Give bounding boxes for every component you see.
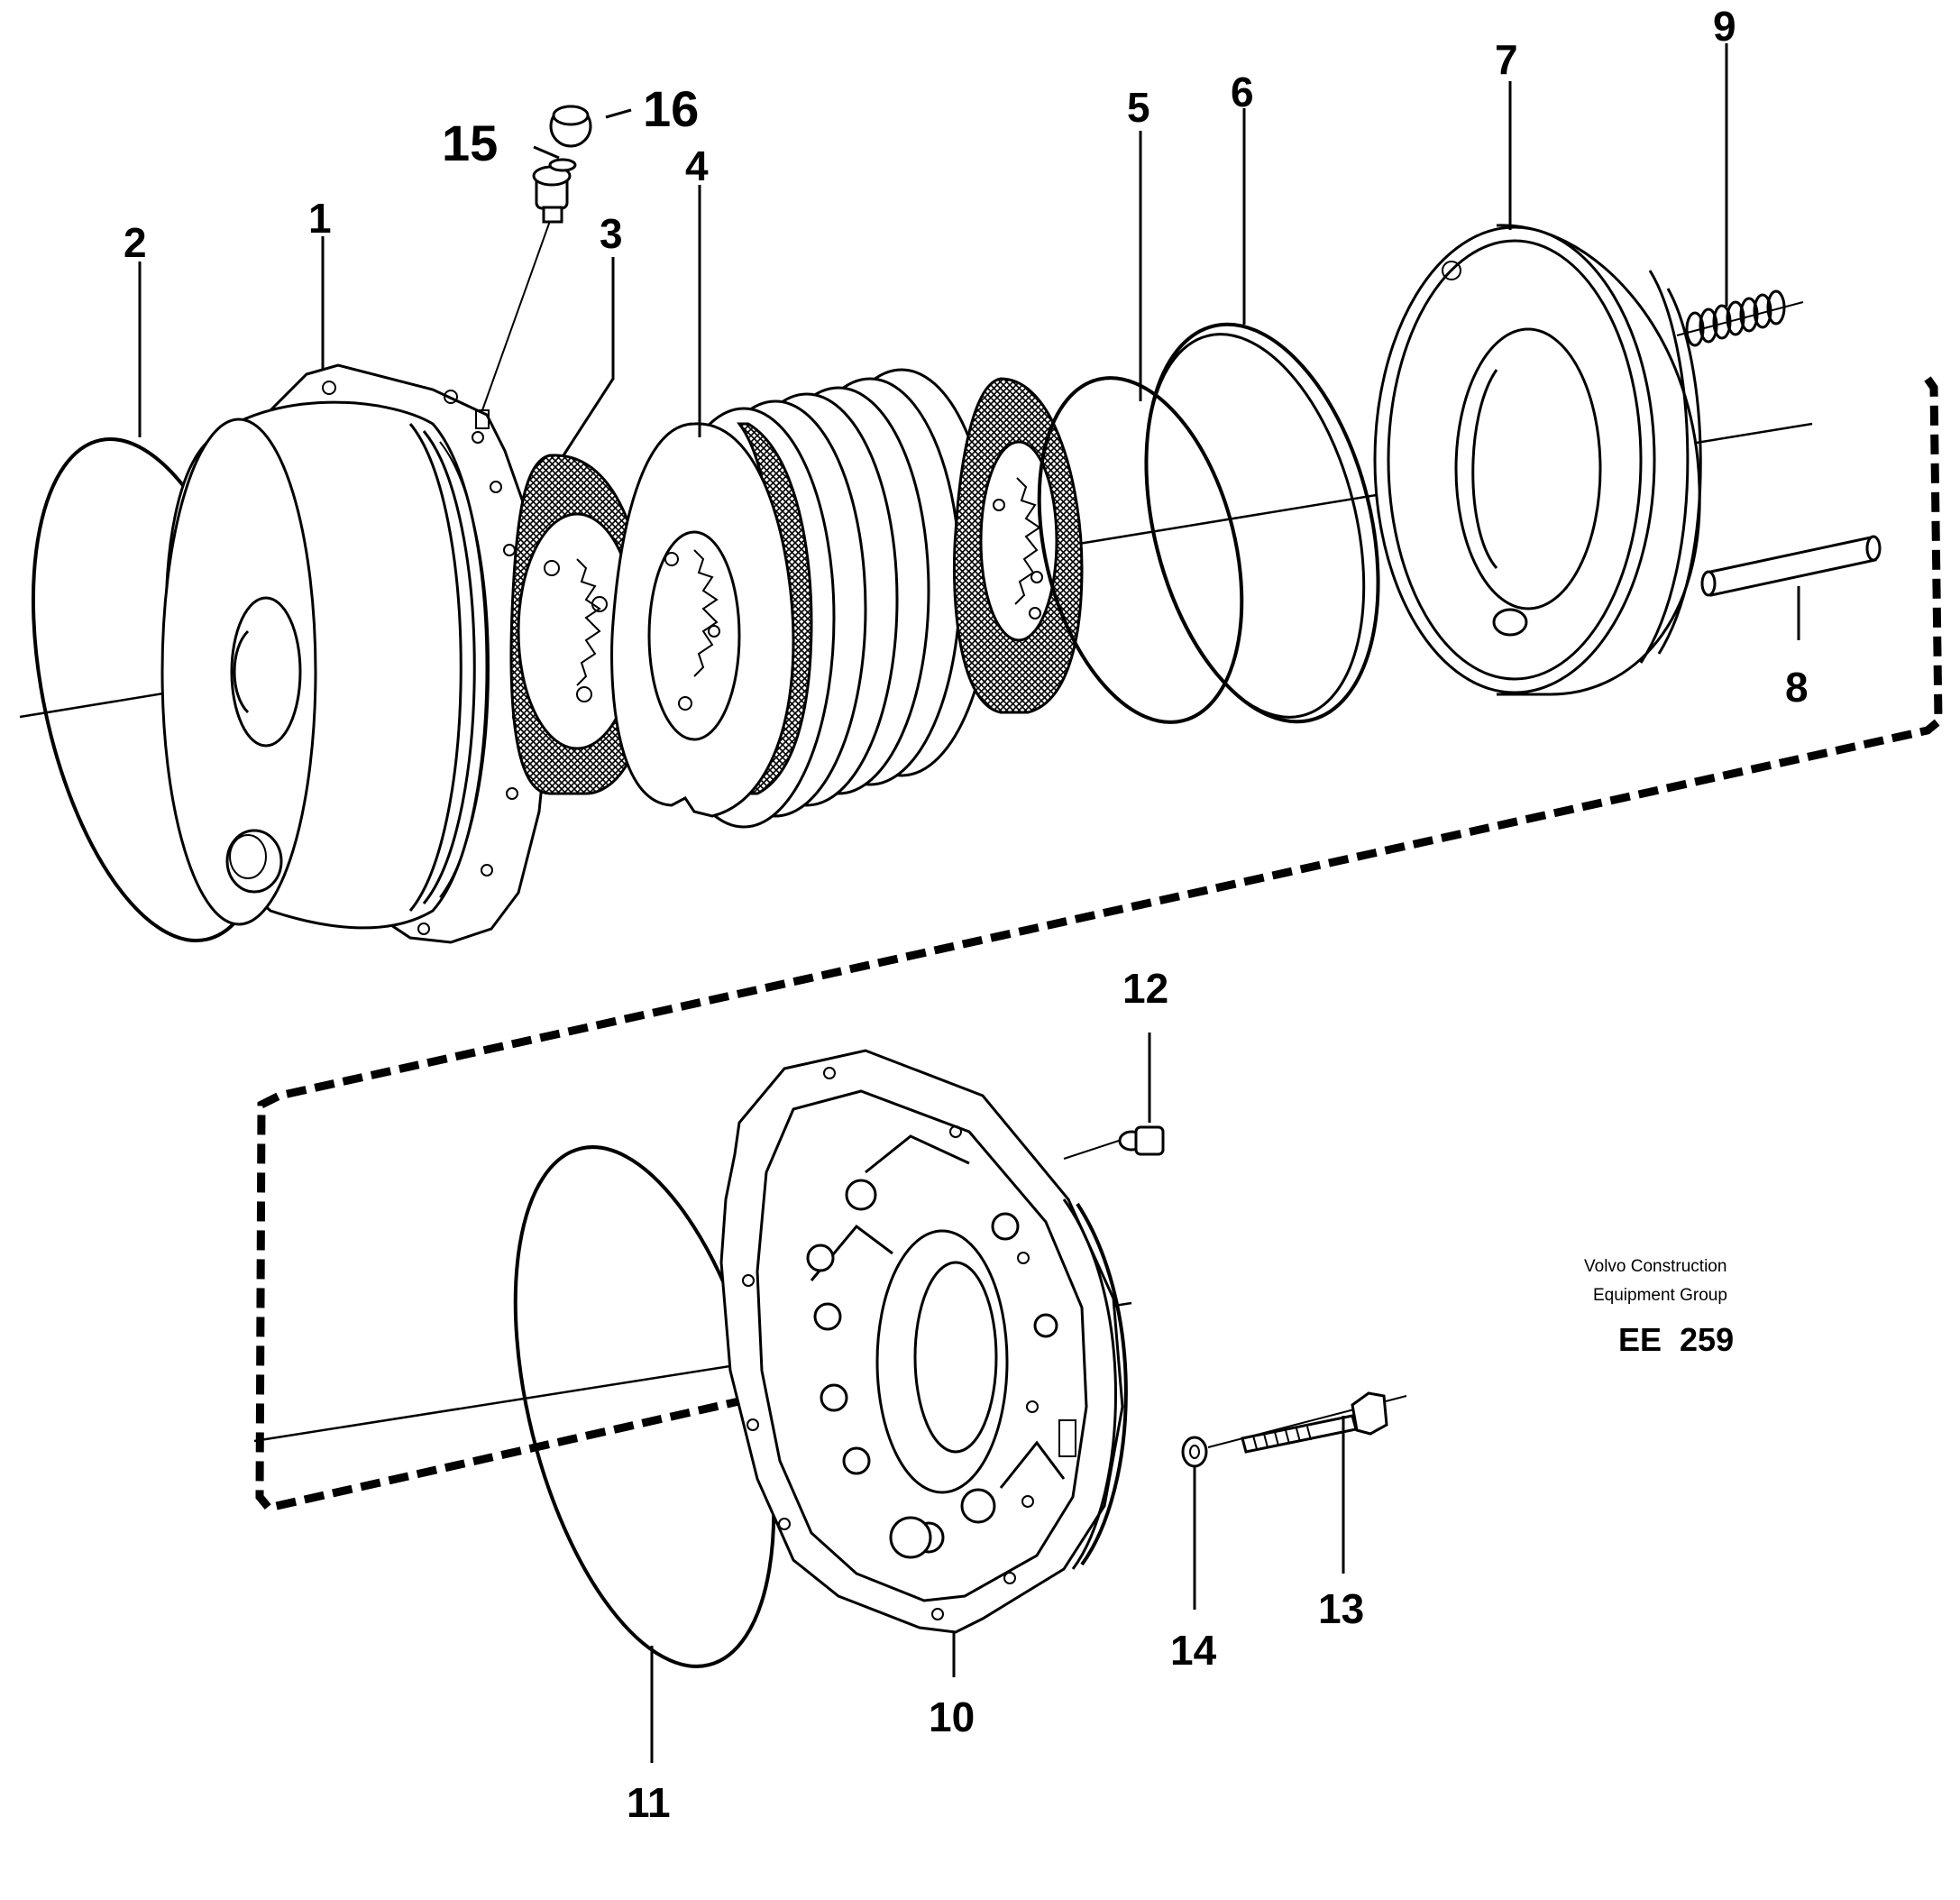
- part-13-bolt: [1207, 1391, 1407, 1454]
- credit-line-1: Volvo Construction: [1584, 1257, 1726, 1276]
- part-9-spring: [1676, 289, 1804, 347]
- callout-14: 14: [1170, 1627, 1217, 1674]
- credit-line-2: Equipment Group: [1593, 1286, 1727, 1305]
- part-7-piston: [1373, 224, 1702, 696]
- part-8-pin: [1700, 535, 1882, 597]
- part-4-disc-pack: [610, 368, 1084, 829]
- callout-11: 11: [627, 1779, 671, 1826]
- callout-10: 10: [929, 1693, 975, 1740]
- part-5-snap-ring: [1037, 376, 1244, 724]
- callout-6: 6: [1231, 69, 1254, 115]
- callout-16: 16: [643, 80, 699, 137]
- callout-3: 3: [600, 210, 623, 257]
- callout-12: 12: [1122, 965, 1168, 1012]
- callout-4: 4: [685, 142, 709, 189]
- part-10-end-cover: [719, 1049, 1128, 1634]
- part-15-16-breather: [481, 105, 592, 411]
- callout-13: 13: [1318, 1585, 1364, 1632]
- callout-9: 9: [1713, 3, 1736, 50]
- part-6-ring: [1144, 322, 1380, 724]
- callout-5: 5: [1127, 84, 1150, 131]
- part-1-clutch-housing: [160, 363, 552, 944]
- callout-2: 2: [124, 219, 147, 266]
- callout-7: 7: [1495, 36, 1518, 83]
- assembly-connector-dashed: [255, 376, 1943, 1512]
- leader-lines: [138, 43, 1800, 1763]
- drawing-code: EE 259: [1618, 1321, 1734, 1358]
- part-12-plug: [1063, 1125, 1165, 1160]
- callout-1: 1: [308, 195, 332, 242]
- part-14-washer: [1181, 1436, 1208, 1468]
- callout-8: 8: [1785, 664, 1809, 711]
- callout-15: 15: [442, 115, 498, 171]
